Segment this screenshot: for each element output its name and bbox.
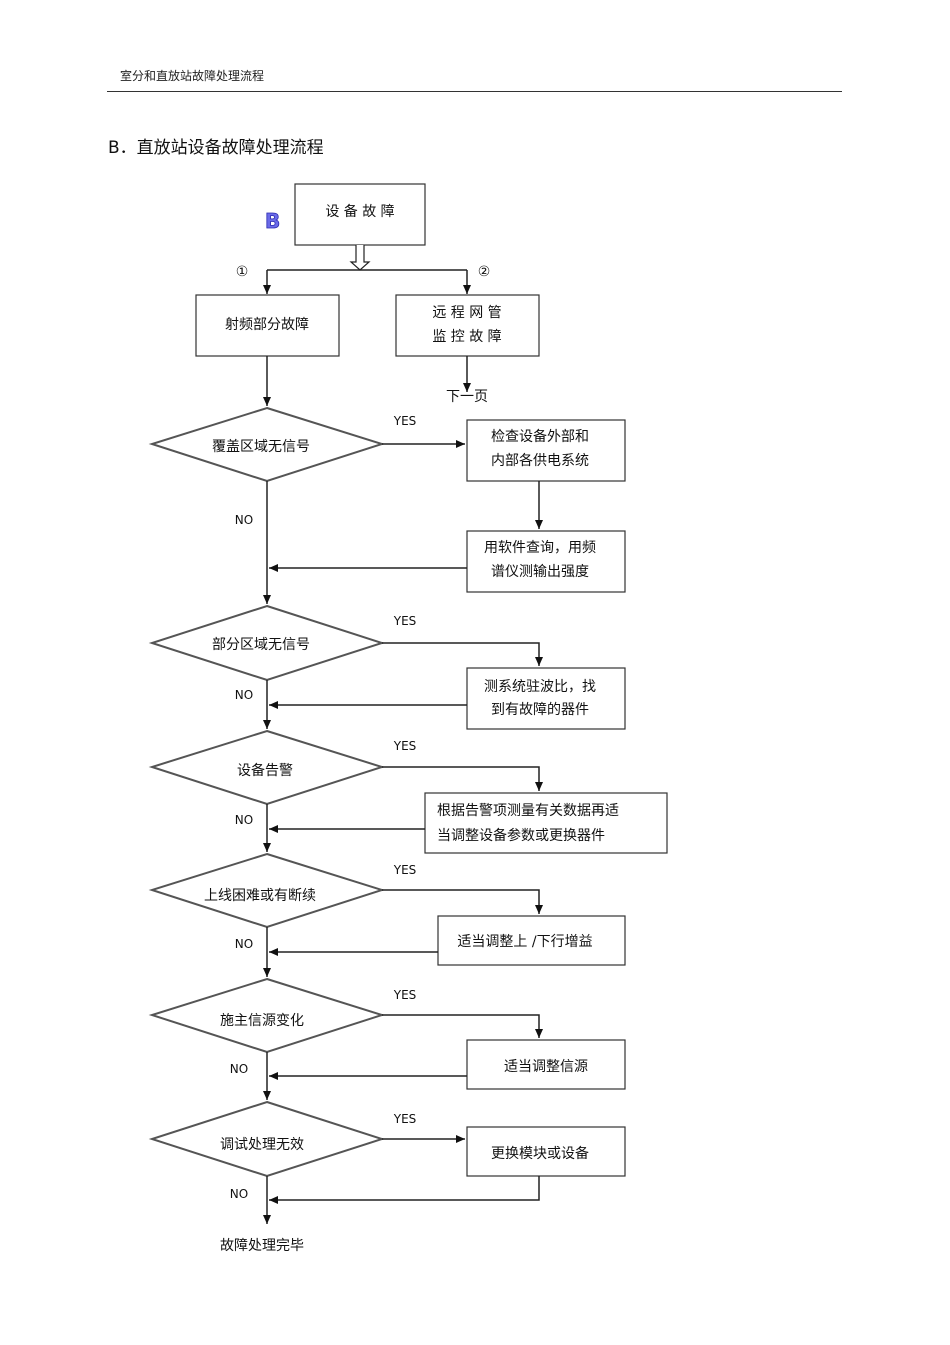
end-label: 故障处理完毕 [220,1238,304,1254]
box-b7 [466,1126,626,1177]
d1-yes-label: YES [393,414,417,428]
d4-no-label: NO [235,937,253,951]
d6-no-label: NO [230,1187,248,1201]
d2-no-label: NO [235,688,253,702]
box-b6-label: 适当调整信源 [504,1059,588,1075]
hollow-arrow-icon [349,245,371,271]
box-b4 [424,792,668,854]
rf-fault-label: 射频部分故障 [225,317,309,333]
d3-yes-label: YES [393,739,417,753]
branch-2-marker: ② [478,264,491,280]
decision-d1-label: 覆盖区域无信号 [212,439,310,455]
remote-fault-line2: 监 控 故 障 [432,329,501,345]
d5-no-label: NO [230,1062,248,1076]
decision-d4-label: 上线困难或有断续 [204,887,316,904]
box-b2-line1: 用软件查询，用频 [484,540,596,556]
header-divider [107,91,842,92]
decision-d6-label: 调试处理无效 [220,1137,304,1153]
box-b7-label: 更换模块或设备 [491,1145,589,1162]
d2-yes-arrow [382,642,543,666]
box-b4-line2: 当调整设备参数或更换器件 [437,827,605,844]
d6-yes-label: YES [393,1112,417,1126]
box-b1 [466,419,626,482]
box-b4-line1: 根据告警项测量有关数据再适 [437,803,619,819]
d3-no-label: NO [235,813,253,827]
box-b3 [466,667,626,730]
d4-yes-label: YES [393,863,417,877]
box-b2-line2: 谱仪测输出强度 [491,564,589,580]
branch-1-marker: ① [236,264,249,280]
d4-yes-arrow [382,889,543,914]
d5-yes-arrow [382,1014,543,1038]
box-b3-line1: 测系统驻波比，找 [484,679,596,695]
b-marker: B [265,209,280,233]
box-b3-line2: 到有故障的器件 [491,702,589,718]
decision-d5-label: 施主信源变化 [220,1013,304,1029]
start-box [294,183,426,246]
b7-return-arrow [269,1176,540,1204]
start-label: 设 备 故 障 [325,203,394,220]
section-title: B．直放站设备故障处理流程 [108,138,324,158]
d1-no-label: NO [235,513,253,527]
box-b5-label: 适当调整上 /下行增益 [457,934,592,950]
box-b5 [437,915,626,966]
remote-fault-line1: 远 程 网 管 [432,305,501,321]
box-b2 [466,530,626,593]
d3-yes-arrow [382,766,543,791]
next-page-label: 下一页 [446,389,488,405]
d2-yes-label: YES [393,614,417,628]
page-header-title: 室分和直放站故障处理流程 [120,69,265,83]
decision-d3-label: 设备告警 [237,762,293,779]
box-b1-line1: 检查设备外部和 [491,428,589,445]
box-b1-line2: 内部各供电系统 [491,453,589,469]
remote-fault-box [395,294,540,357]
decision-d2-label: 部分区域无信号 [212,637,310,653]
rf-fault-box [195,294,340,357]
d5-yes-label: YES [393,988,417,1002]
box-b6 [466,1039,626,1090]
